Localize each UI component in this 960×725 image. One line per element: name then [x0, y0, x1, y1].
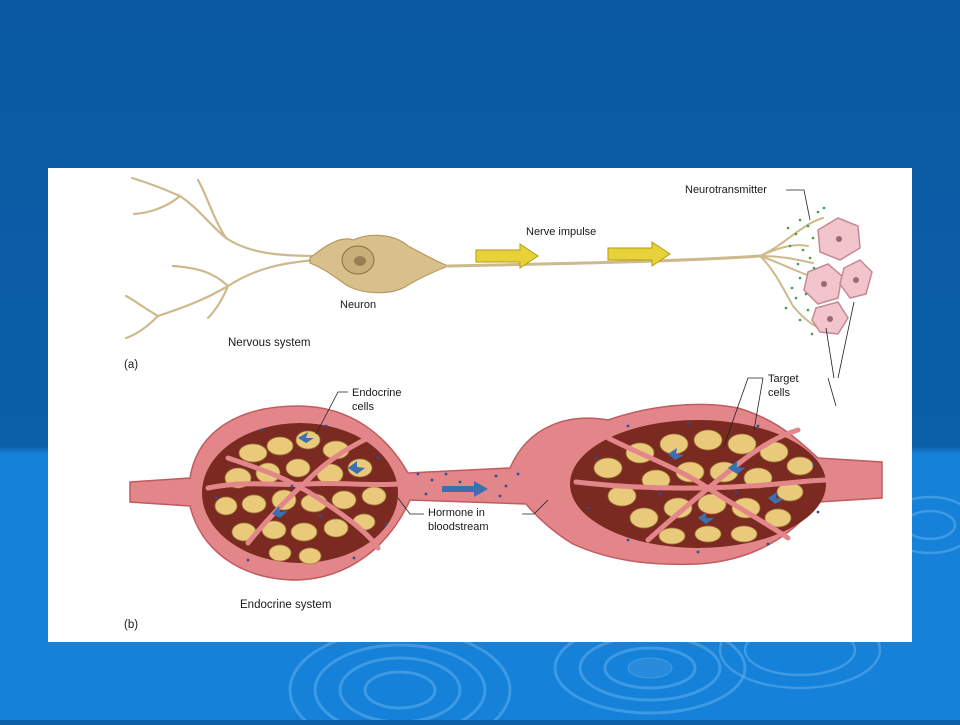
endocrine-gland-left — [202, 423, 401, 565]
neuron-cell-body — [309, 234, 450, 294]
leader-lines-b — [315, 377, 764, 515]
hormone-label-line2: bloodstream — [428, 521, 489, 533]
hormone-label-line1: Hormone in — [428, 507, 485, 519]
neurotransmitter-dots — [784, 206, 826, 336]
diagram-figure: Neurotransmitter Nerve impulse Neuron Ne… — [48, 168, 912, 642]
panel-b-caption: Endocrine system — [240, 599, 331, 611]
nerve-impulse-arrow — [475, 241, 671, 269]
dendrites-left — [124, 176, 318, 340]
endocrine-cells-label-line1: Endocrine — [352, 387, 402, 399]
blood-flow-arrows — [272, 432, 784, 524]
nerve-impulse-label: Nerve impulse — [526, 226, 596, 238]
diagram-svg: Neurotransmitter Nerve impulse Neuron Ne… — [124, 176, 883, 631]
target-cells-label-line1: Target — [768, 373, 799, 385]
panel-b-endocrine-system: Endocrine cells Target cells Hormone in … — [124, 373, 883, 631]
endocrine-gland-right — [570, 420, 831, 548]
target-cells — [803, 217, 873, 335]
axon-terminals-right — [759, 217, 829, 329]
panel-a-nervous-system: Neurotransmitter Nerve impulse Neuron Ne… — [124, 176, 873, 407]
target-cell-nuclei — [821, 236, 859, 322]
hormone-dots — [214, 422, 820, 562]
neuron-label: Neuron — [340, 299, 376, 311]
neurotransmitter-label: Neurotransmitter — [685, 184, 767, 196]
endocrine-cells-label-line2: cells — [352, 401, 375, 413]
axon — [445, 254, 761, 268]
panel-a-label: (a) — [124, 359, 138, 371]
target-cells-label-line2: cells — [768, 387, 791, 399]
panel-b-label: (b) — [124, 619, 138, 631]
leader-lines-a — [786, 189, 855, 407]
panel-a-caption: Nervous system — [228, 337, 310, 349]
